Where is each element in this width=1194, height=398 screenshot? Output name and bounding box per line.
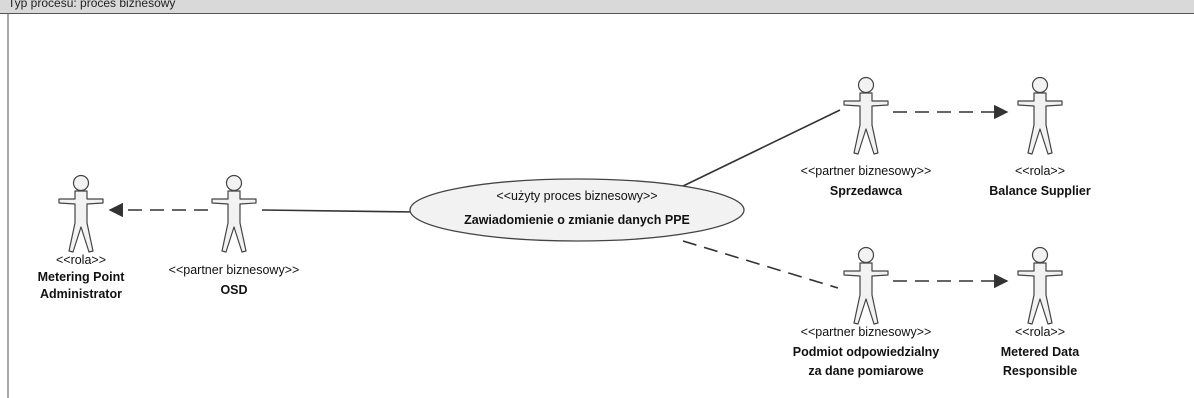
actor-mdr-name-line2: Responsible	[1003, 364, 1077, 378]
frame-header-text: Typ procesu: proces biznesowy	[8, 0, 176, 10]
actor-podmiot-stereotype: <<partner biznesowy>>	[801, 325, 932, 339]
actor-mdr-name-line1: Metered Data	[1001, 345, 1081, 359]
actor-balance-supplier-icon	[1017, 76, 1063, 155]
association-osd-usecase	[261, 209, 419, 213]
actor-podmiot-name-line1: Podmiot odpowiedzialny	[793, 345, 940, 359]
actor-sprzedawca-name: Sprzedawca	[830, 184, 903, 198]
actor-osd-stereotype: <<partner biznesowy>>	[169, 263, 300, 277]
actor-osd-name: OSD	[220, 283, 247, 297]
association-usecase-sprzedawca	[678, 109, 841, 189]
use-case-stereotype: <<użyty proces biznesowy>>	[496, 189, 657, 203]
actor-mpa-name-line2: Administrator	[40, 287, 122, 301]
actor-podmiot-name-line2: za dane pomiarowe	[808, 364, 923, 378]
actor-metered-data-responsible-icon	[1017, 246, 1063, 325]
actor-osd-icon	[211, 174, 257, 253]
actor-podmiot-icon	[843, 246, 889, 325]
actor-sprzedawca-stereotype: <<partner biznesowy>>	[801, 164, 932, 178]
actor-mdr-stereotype: <<rola>>	[1015, 325, 1065, 339]
actor-mpa-name-line1: Metering Point	[38, 270, 126, 284]
actor-balance-supplier-name: Balance Supplier	[989, 184, 1091, 198]
actor-metering-point-administrator-icon	[58, 174, 104, 253]
actor-mpa-stereotype: <<rola>>	[56, 253, 106, 267]
frame-header: Typ procesu: proces biznesowy	[0, 0, 1194, 14]
use-case-name: Zawiadomienie o zmianie danych PPE	[464, 213, 690, 227]
association-usecase-podmiot	[682, 240, 839, 289]
actor-sprzedawca-icon	[843, 76, 889, 155]
actor-balance-supplier-stereotype: <<rola>>	[1015, 164, 1065, 178]
use-case-ellipse	[409, 178, 745, 242]
